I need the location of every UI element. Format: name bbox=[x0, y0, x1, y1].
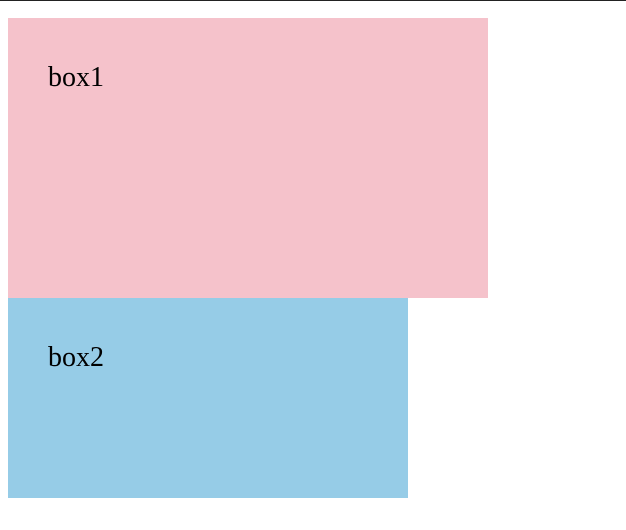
top-divider bbox=[0, 0, 626, 1]
box1-label: box1 bbox=[48, 62, 104, 93]
box2-label: box2 bbox=[48, 342, 104, 373]
box1-container: box1 bbox=[8, 18, 488, 298]
box2-container: box2 bbox=[8, 298, 408, 498]
